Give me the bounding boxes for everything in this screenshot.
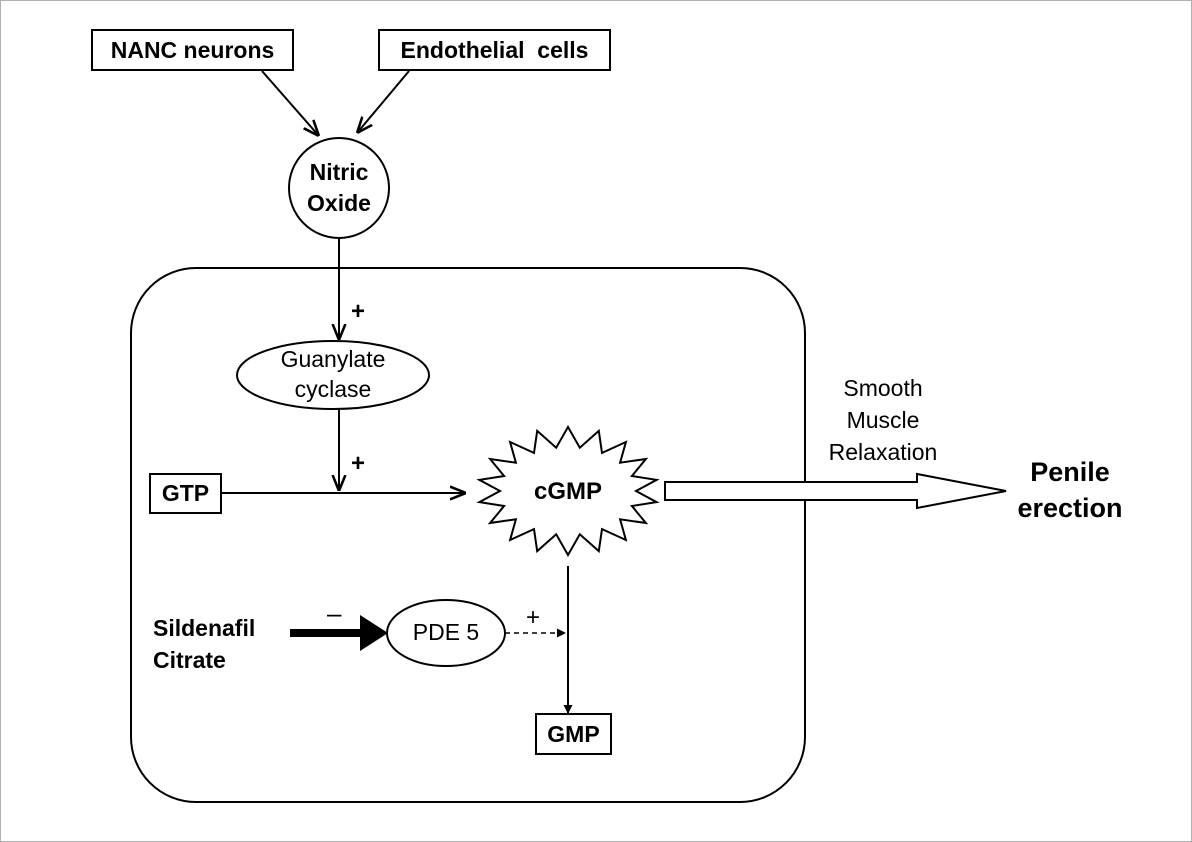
endothelial-cells-box bbox=[378, 29, 611, 71]
plus-sign-gc-gtp: + bbox=[351, 450, 366, 477]
endothelial-cells-label: Endothelial cells bbox=[400, 36, 589, 63]
gtp-box bbox=[149, 473, 222, 514]
arrow-nanc-to-no bbox=[261, 70, 319, 136]
pde5-label: PDE 5 bbox=[412, 619, 480, 645]
gtp-label: GTP bbox=[161, 480, 210, 506]
plus-sign-no-gc: + bbox=[351, 298, 366, 325]
nitric-oxide-label: Nitric Oxide bbox=[307, 159, 371, 216]
arrow-smooth-muscle-relaxation bbox=[664, 472, 1007, 510]
arrow-sildenafil-head bbox=[360, 615, 388, 651]
cgmp-label: cGMP bbox=[533, 478, 602, 505]
sildenafil-citrate-label: Sildenafil Citrate bbox=[153, 615, 256, 673]
nanc-neurons-label: NANC neurons bbox=[110, 36, 275, 63]
penile-erection-label: Penile erection bbox=[1017, 457, 1123, 523]
cgmp-node bbox=[476, 424, 660, 558]
arrow-endothelial-to-no bbox=[357, 70, 410, 133]
minus-sign-sildenafil: – bbox=[327, 598, 342, 628]
nanc-neurons-box bbox=[91, 29, 294, 71]
smooth-muscle-relaxation-label: Smooth Muscle Relaxation bbox=[828, 375, 938, 465]
guanylate-cyclase-node bbox=[236, 340, 430, 410]
guanylate-cyclase-label: Guanylate cyclase bbox=[280, 346, 386, 402]
gmp-label: GMP bbox=[547, 720, 600, 747]
plus-sign-pde5: + bbox=[526, 604, 541, 631]
gmp-box bbox=[535, 713, 612, 755]
cell-membrane bbox=[130, 267, 806, 803]
